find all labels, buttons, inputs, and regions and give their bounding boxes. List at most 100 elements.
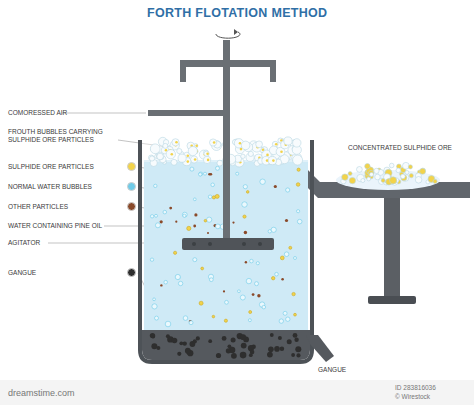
particle [294, 338, 298, 342]
particle [255, 282, 259, 286]
legend-text: NORMAL WATER BUBBLES [8, 183, 92, 191]
particle [191, 156, 198, 163]
particle [183, 316, 188, 321]
tank-bottom [142, 330, 310, 360]
particle [208, 339, 212, 343]
particle [396, 168, 401, 173]
air-pipe [148, 110, 224, 116]
particle [177, 352, 181, 356]
callout-label: GANGUE [318, 366, 346, 374]
particle [244, 231, 247, 234]
table-stand [384, 198, 400, 300]
particle [155, 214, 158, 217]
crossbar-leg [180, 60, 186, 82]
particle [188, 147, 197, 156]
particle [153, 298, 156, 301]
particle [250, 259, 254, 263]
particle [201, 267, 204, 270]
particle [272, 159, 275, 162]
concentrate-particles [341, 162, 438, 185]
particle [193, 198, 196, 201]
particle [223, 290, 225, 292]
particle [249, 311, 252, 314]
particle [370, 172, 374, 176]
watermark: © Wirestock [395, 393, 430, 401]
particle [357, 174, 364, 181]
particle [194, 158, 197, 161]
particle [250, 350, 255, 355]
particle [199, 172, 203, 176]
particle [405, 171, 409, 175]
particle [183, 214, 186, 217]
legend-swatch [127, 162, 136, 171]
particle [194, 213, 197, 216]
watermark: dreamstime.com [8, 388, 75, 399]
particle [240, 295, 245, 300]
particle [155, 223, 160, 228]
particle [175, 221, 177, 223]
particle [163, 143, 168, 148]
particle [262, 149, 265, 152]
watermark-strip [0, 380, 474, 405]
particle [172, 139, 179, 146]
particle [294, 257, 297, 260]
particle [297, 168, 300, 171]
particle [286, 188, 290, 192]
particle [240, 352, 247, 359]
particle [293, 139, 301, 147]
particle [284, 252, 289, 257]
particle [243, 215, 246, 218]
particle [150, 215, 153, 218]
particle [208, 173, 211, 176]
callout-label: WATER CONTAINING PINE OIL [8, 222, 102, 230]
particle [268, 157, 276, 165]
particle [292, 292, 295, 295]
particle [368, 170, 374, 176]
particle [294, 313, 297, 316]
particle [342, 174, 348, 180]
launder-table [306, 168, 470, 198]
crossbar-leg [270, 60, 276, 82]
particle [231, 338, 236, 343]
particle [187, 154, 190, 157]
particle [211, 183, 215, 187]
particle [243, 185, 247, 189]
callout-label: FROUTH BUBBLES CARRYING SULPHIDE ORE PAR… [8, 128, 116, 144]
particle [183, 341, 187, 345]
particle [165, 321, 171, 327]
particle [196, 336, 200, 340]
particle [204, 219, 207, 222]
particle [225, 300, 229, 304]
particle [275, 272, 279, 276]
particle [248, 319, 251, 322]
particle [187, 160, 190, 163]
particle [215, 194, 219, 198]
particle [151, 343, 157, 349]
particle [408, 165, 412, 169]
particle [240, 148, 243, 151]
particle [365, 164, 370, 169]
particle [241, 141, 250, 150]
callout-label: CONCENTRATED SULPHIDE ORE [345, 144, 455, 152]
particle [348, 172, 352, 176]
gangue-particles [150, 333, 301, 359]
particle [149, 156, 154, 161]
particle [216, 353, 221, 358]
particle [207, 159, 210, 162]
particle [420, 168, 426, 174]
particle [150, 144, 160, 154]
particle [213, 141, 216, 144]
particle [210, 139, 217, 146]
particle [204, 172, 207, 175]
particle [246, 278, 251, 283]
particle [204, 151, 209, 156]
legend-swatch [127, 202, 136, 211]
particle [169, 207, 172, 210]
blade-holes [192, 242, 262, 246]
particle [164, 280, 168, 284]
particle [279, 319, 283, 323]
particle [171, 153, 174, 156]
particle [297, 210, 300, 213]
particle [206, 152, 209, 155]
